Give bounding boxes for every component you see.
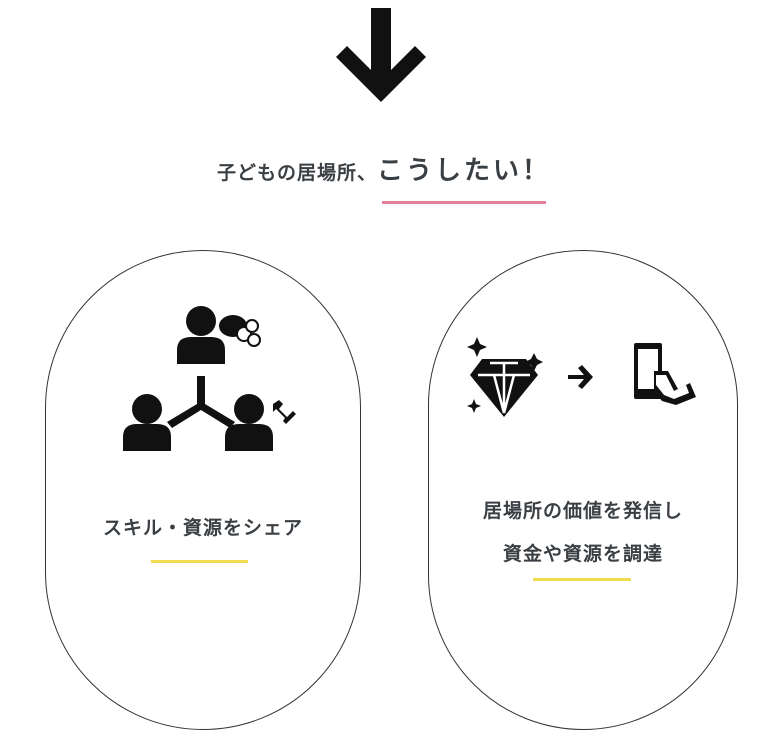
diamond-icon (467, 337, 696, 417)
heading-prefix: 子どもの居場所、 (216, 162, 377, 184)
card-label-line-2: 資金や資源を調達 (502, 543, 663, 565)
arrow-right-icon (568, 365, 593, 389)
down-arrow-icon (336, 8, 426, 102)
card-share-skills: スキル・資源をシェア (45, 250, 361, 730)
card-label: スキル・資源をシェア (102, 517, 303, 539)
heading-underline (382, 201, 546, 204)
people-network-icon (123, 306, 296, 451)
card-fundraise: 居場所の価値を発信し 資金や資源を調達 (428, 250, 738, 730)
card-underline (533, 578, 631, 581)
card-underline (151, 560, 248, 563)
wrench-hand-icon (273, 400, 296, 424)
heading-emphasis: こうしたい！ (377, 156, 552, 186)
card-label-line-1: 居場所の価値を発信し (482, 500, 683, 522)
page-heading: 子どもの居場所、こうしたい！ (0, 150, 768, 187)
